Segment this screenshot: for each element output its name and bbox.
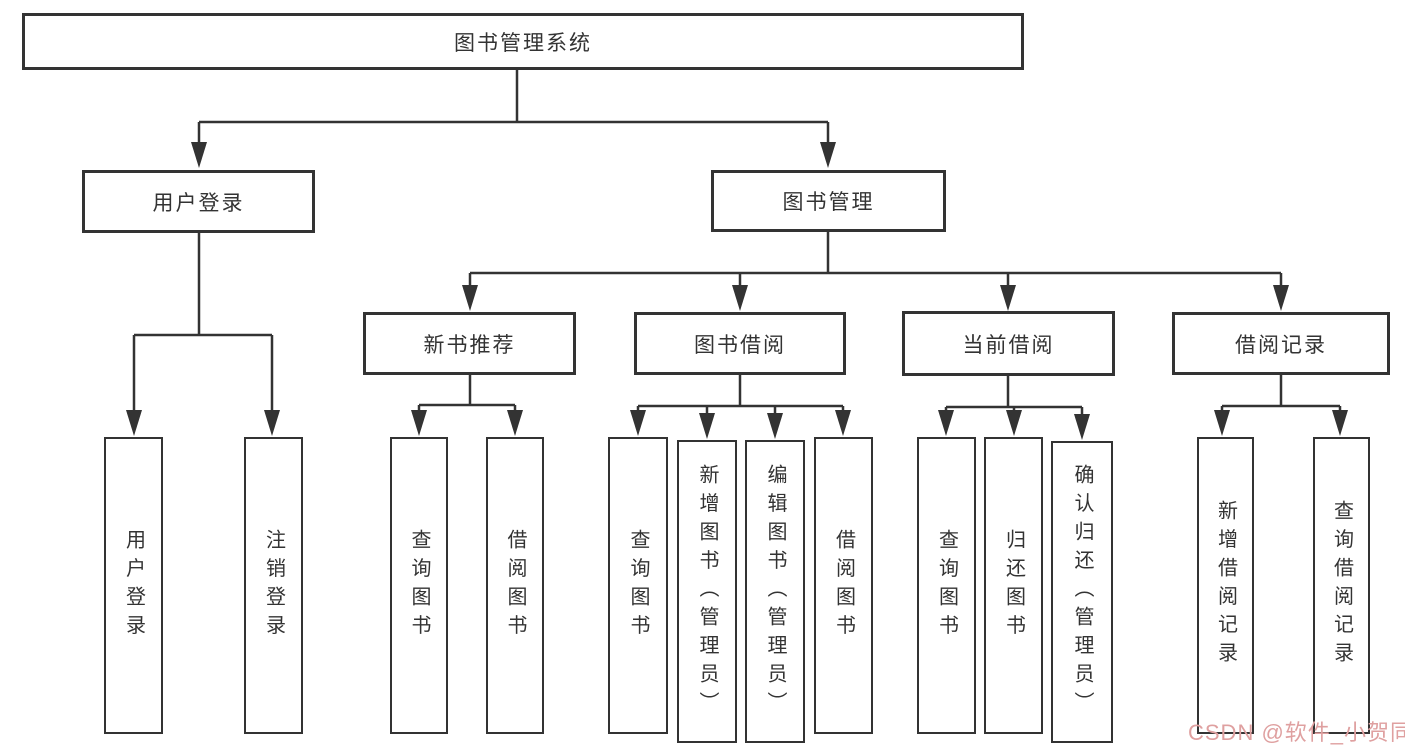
connector-root [197, 69, 830, 145]
leaf-borrow-books: 借阅图书 [814, 437, 873, 734]
node-book-borrowing: 图书借阅 [634, 312, 846, 375]
node-root-system: 图书管理系统 [22, 13, 1024, 70]
leaf-user-login: 用户登录 [104, 437, 163, 734]
leaf-query-borrow-record: 查询借阅记录 [1313, 437, 1370, 734]
node-borrowing-records: 借阅记录 [1172, 312, 1390, 375]
leaf-borrow-books-recommend: 借阅图书 [486, 437, 544, 734]
node-user-login: 用户登录 [82, 170, 315, 233]
connector-new-book [417, 375, 517, 412]
csdn-watermark: CSDN @软件_小贺同学 [1188, 720, 1405, 745]
leaf-logout: 注销登录 [244, 437, 303, 734]
node-book-management: 图书管理 [711, 170, 946, 232]
node-current-borrowing: 当前借阅 [902, 311, 1115, 376]
leaf-query-books-current: 查询图书 [917, 437, 976, 734]
arrowheads [126, 142, 1348, 440]
leaf-confirm-return-admin: 确认归还（管理员） [1051, 441, 1113, 743]
connector-current [944, 376, 1084, 415]
leaf-add-borrow-record: 新增借阅记录 [1197, 437, 1254, 734]
leaf-query-books-borrowing: 查询图书 [608, 437, 668, 734]
leaf-return-books: 归还图书 [984, 437, 1043, 734]
connector-borrowing [636, 375, 845, 415]
connector-book-management [468, 232, 1283, 287]
leaf-query-books-recommend: 查询图书 [390, 437, 448, 734]
leaf-edit-books-admin: 编辑图书（管理员） [745, 440, 805, 743]
connector-user-login [132, 232, 274, 412]
leaf-add-books-admin: 新增图书（管理员） [677, 440, 737, 743]
node-new-book-recommend: 新书推荐 [363, 312, 576, 375]
connector-records [1220, 375, 1342, 412]
